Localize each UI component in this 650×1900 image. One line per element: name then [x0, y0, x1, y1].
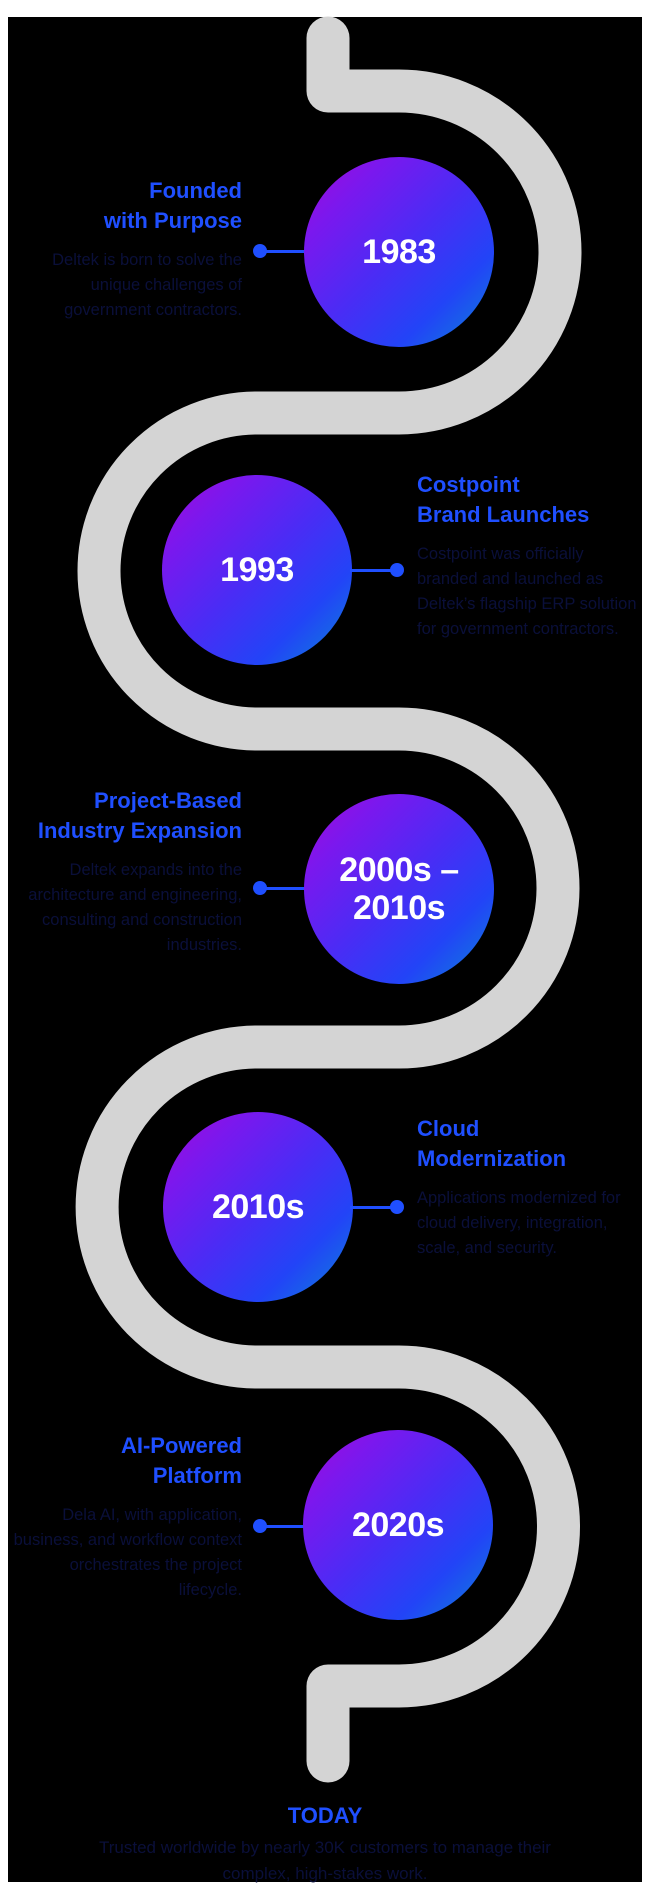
- today-title: TODAY: [287, 1803, 363, 1828]
- year-label: 1983: [362, 233, 436, 271]
- title-line-1: Project-Based: [94, 788, 242, 813]
- title-line-2: with Purpose: [103, 208, 242, 233]
- today-section: TODAY Trusted worldwide by nearly 30K cu…: [8, 1803, 642, 1887]
- connector-line: [260, 1525, 306, 1528]
- connector-dot: [390, 1200, 404, 1214]
- year-circle: 1993: [162, 475, 352, 665]
- connector-line: [350, 569, 398, 572]
- year-label: 2000s – 2010s: [339, 851, 459, 927]
- milestone-description: Deltek expands into the architecture and…: [28, 861, 242, 954]
- connector-line: [350, 1206, 398, 1209]
- title-line-1: Cloud: [417, 1116, 480, 1141]
- milestone-title: Costpoint Brand Launches: [417, 470, 645, 530]
- milestone-text: Founded with Purpose Deltek is born to s…: [2, 176, 242, 323]
- title-line-1: Costpoint: [417, 472, 520, 497]
- title-line-2: Industry Expansion: [37, 818, 242, 843]
- milestone-text: Costpoint Brand Launches Costpoint was o…: [417, 470, 645, 642]
- milestone-text: AI-Powered Platform Dela AI, with applic…: [2, 1431, 242, 1603]
- year-circle: 2000s – 2010s: [304, 794, 494, 984]
- year-circle: 2010s: [163, 1112, 353, 1302]
- year-circle: 2020s: [303, 1430, 493, 1620]
- milestone-description: Deltek is born to solve the unique chall…: [52, 251, 242, 319]
- milestone-title: Founded with Purpose: [2, 176, 242, 236]
- year-label: 1993: [220, 551, 294, 589]
- year-circle: 1983: [304, 157, 494, 347]
- year-label: 2020s: [351, 1506, 445, 1544]
- title-line-1: Founded: [149, 178, 242, 203]
- milestone-title: Cloud Modernization: [417, 1114, 642, 1174]
- milestone-text: Project-Based Industry Expansion Deltek …: [2, 786, 242, 958]
- milestone-text: Cloud Modernization Applications moderni…: [417, 1114, 642, 1261]
- connector-dot: [390, 563, 404, 577]
- year-label: 2010s: [211, 1188, 305, 1226]
- milestone-title: Project-Based Industry Expansion: [2, 786, 242, 846]
- milestone-description: Applications modernized for cloud delive…: [417, 1189, 621, 1257]
- title-line-2: Brand Launches: [417, 502, 590, 527]
- connector-line: [260, 250, 306, 253]
- title-line-2: Modernization: [417, 1146, 567, 1171]
- connector-line: [260, 887, 306, 890]
- milestone-description: Costpoint was officially branded and lau…: [417, 545, 637, 638]
- milestone-description: Dela AI, with application, business, and…: [13, 1506, 242, 1599]
- title-line-2: Platform: [152, 1463, 242, 1488]
- milestone-title: AI-Powered Platform: [2, 1431, 242, 1491]
- today-description: Trusted worldwide by nearly 30K customer…: [99, 1838, 551, 1883]
- title-line-1: AI-Powered: [120, 1433, 242, 1458]
